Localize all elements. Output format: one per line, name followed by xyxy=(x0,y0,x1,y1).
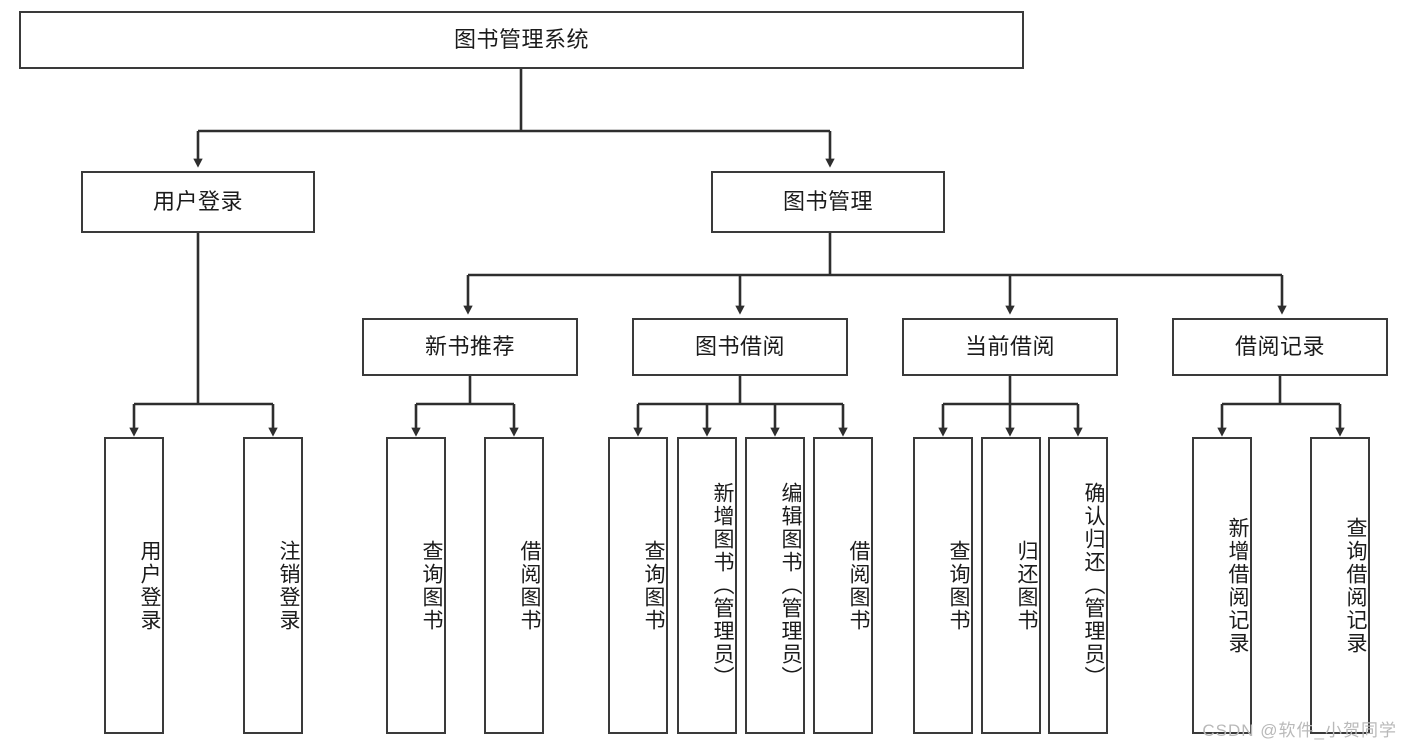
node-user-login[interactable]: 用户登录 xyxy=(81,171,315,233)
node-leaf-return-book[interactable]: 归还图书 xyxy=(981,437,1041,734)
watermark-text: CSDN @软件_小贺同学 xyxy=(1202,721,1397,740)
node-label: 借阅记录 xyxy=(1234,333,1325,359)
node-label: 编辑图书（管理员） xyxy=(779,482,802,689)
node-label: 归还图书 xyxy=(1015,539,1038,632)
node-label: 用户登录 xyxy=(138,539,161,632)
node-leaf-query-book-borrow[interactable]: 查询图书 xyxy=(608,437,668,734)
node-leaf-add-borrow-record[interactable]: 新增借阅记录 xyxy=(1192,437,1252,734)
node-label: 查询图书 xyxy=(642,539,665,632)
node-leaf-query-borrow-record[interactable]: 查询借阅记录 xyxy=(1310,437,1370,734)
node-label: 当前借阅 xyxy=(964,333,1055,359)
node-label: 图书管理系统 xyxy=(453,26,589,52)
node-new-book-recommend[interactable]: 新书推荐 xyxy=(362,318,578,376)
node-leaf-borrow-book-recommend[interactable]: 借阅图书 xyxy=(484,437,544,734)
node-leaf-query-book-recommend[interactable]: 查询图书 xyxy=(386,437,446,734)
node-label: 查询图书 xyxy=(420,539,443,632)
node-label: 用户登录 xyxy=(152,188,243,214)
node-root-book-management-system[interactable]: 图书管理系统 xyxy=(19,11,1024,69)
node-label: 注销登录 xyxy=(277,539,300,632)
node-leaf-edit-book-admin[interactable]: 编辑图书（管理员） xyxy=(745,437,805,734)
node-label: 确认归还（管理员） xyxy=(1082,482,1105,689)
node-leaf-logout[interactable]: 注销登录 xyxy=(243,437,303,734)
node-label: 借阅图书 xyxy=(518,539,541,632)
node-label: 新书推荐 xyxy=(424,333,515,359)
node-label: 查询图书 xyxy=(947,539,970,632)
node-label: 查询借阅记录 xyxy=(1344,516,1367,655)
node-leaf-confirm-return-admin[interactable]: 确认归还（管理员） xyxy=(1048,437,1108,734)
node-leaf-borrow-book[interactable]: 借阅图书 xyxy=(813,437,873,734)
node-borrow-records[interactable]: 借阅记录 xyxy=(1172,318,1388,376)
node-label: 新增图书（管理员） xyxy=(711,482,734,689)
node-book-management[interactable]: 图书管理 xyxy=(711,171,945,233)
node-label: 借阅图书 xyxy=(847,539,870,632)
node-leaf-user-login[interactable]: 用户登录 xyxy=(104,437,164,734)
node-label: 新增借阅记录 xyxy=(1226,516,1249,655)
node-book-borrow[interactable]: 图书借阅 xyxy=(632,318,848,376)
node-leaf-add-book-admin[interactable]: 新增图书（管理员） xyxy=(677,437,737,734)
node-current-borrow[interactable]: 当前借阅 xyxy=(902,318,1118,376)
node-label: 图书借阅 xyxy=(694,333,785,359)
node-leaf-query-book-current[interactable]: 查询图书 xyxy=(913,437,973,734)
node-label: 图书管理 xyxy=(782,188,873,214)
